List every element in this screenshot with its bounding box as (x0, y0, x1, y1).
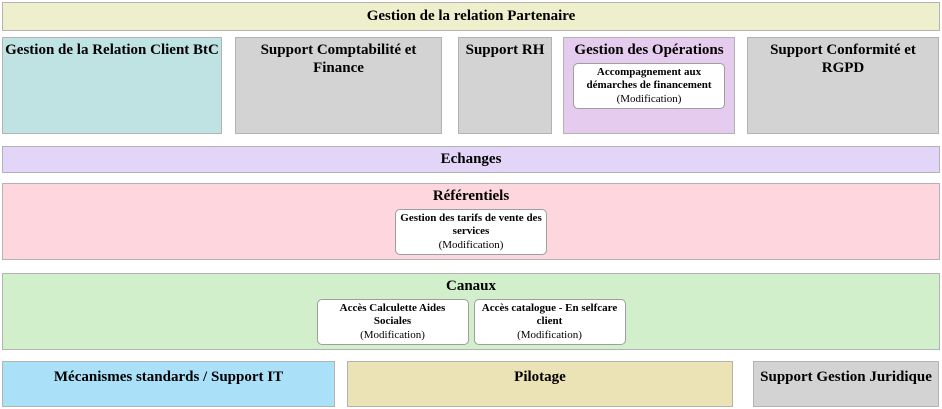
block-support-rh: Support RH (458, 37, 552, 134)
block-support-comptabilite-finance: Support Comptabilité et Finance (235, 37, 442, 134)
subbox-title: Gestion des tarifs de vente des services (400, 212, 542, 238)
block-support-gestion-juridique: Support Gestion Juridique (753, 361, 939, 407)
block-canaux: Canaux Accès Calculette Aides Sociales (… (2, 273, 940, 350)
banner-gestion-relation-partenaire: Gestion de la relation Partenaire (2, 2, 940, 31)
subbox-status: (Modification) (360, 328, 425, 341)
subbox-acces-calculette-aides-sociales: Accès Calculette Aides Sociales (Modific… (316, 299, 469, 346)
subbox-title: Accès Calculette Aides Sociales (339, 302, 446, 328)
block-label: Support Comptabilité et Finance (260, 42, 417, 76)
bottom-row: Mécanismes standards / Support IT Pilota… (2, 361, 940, 407)
block-echanges: Echanges (2, 146, 940, 173)
block-label: Gestion de la Relation Client BtC (5, 42, 219, 58)
subbox-title: Accompagnement aux démarches de financem… (586, 66, 712, 92)
subbox-title: Accès catalogue - En selfcare client (481, 302, 618, 328)
block-gestion-relation-client-btc: Gestion de la Relation Client BtC (2, 37, 222, 134)
block-support-conformite-rgpd: Support Conformité et RGPD (747, 37, 939, 134)
domains-row: Gestion de la Relation Client BtC Suppor… (2, 37, 940, 134)
subbox-gestion-tarifs-vente-services: Gestion des tarifs de vente des services… (395, 209, 547, 256)
canaux-subboxes: Accès Calculette Aides Sociales (Modific… (3, 295, 939, 346)
block-label: Gestion des Opérations (574, 42, 724, 58)
block-mecanismes-standards-support-it: Mécanismes standards / Support IT (2, 361, 335, 407)
subbox-status: (Modification) (517, 328, 582, 341)
subbox-status: (Modification) (616, 92, 682, 105)
banner-title: Gestion de la relation Partenaire (366, 8, 576, 24)
block-gestion-des-operations: Gestion des Opérations Accompagnement au… (563, 37, 735, 134)
block-label: Echanges (440, 151, 502, 167)
block-referentiels: Référentiels Gestion des tarifs de vente… (2, 183, 940, 260)
block-label: Support RH (465, 42, 545, 58)
block-label: Pilotage (514, 369, 566, 385)
subbox-status: (Modification) (438, 238, 504, 251)
block-label: Support Gestion Juridique (760, 369, 932, 385)
block-label: Mécanismes standards / Support IT (53, 369, 284, 385)
block-pilotage: Pilotage (347, 361, 733, 407)
block-label: Canaux (445, 278, 497, 294)
block-label: Support Conformité et RGPD (770, 42, 916, 76)
block-label: Référentiels (432, 188, 510, 204)
subbox-accompagnement-demarches-financement: Accompagnement aux démarches de financem… (573, 63, 725, 110)
subbox-acces-catalogue-selfcare-client: Accès catalogue - En selfcare client (Mo… (473, 299, 626, 346)
